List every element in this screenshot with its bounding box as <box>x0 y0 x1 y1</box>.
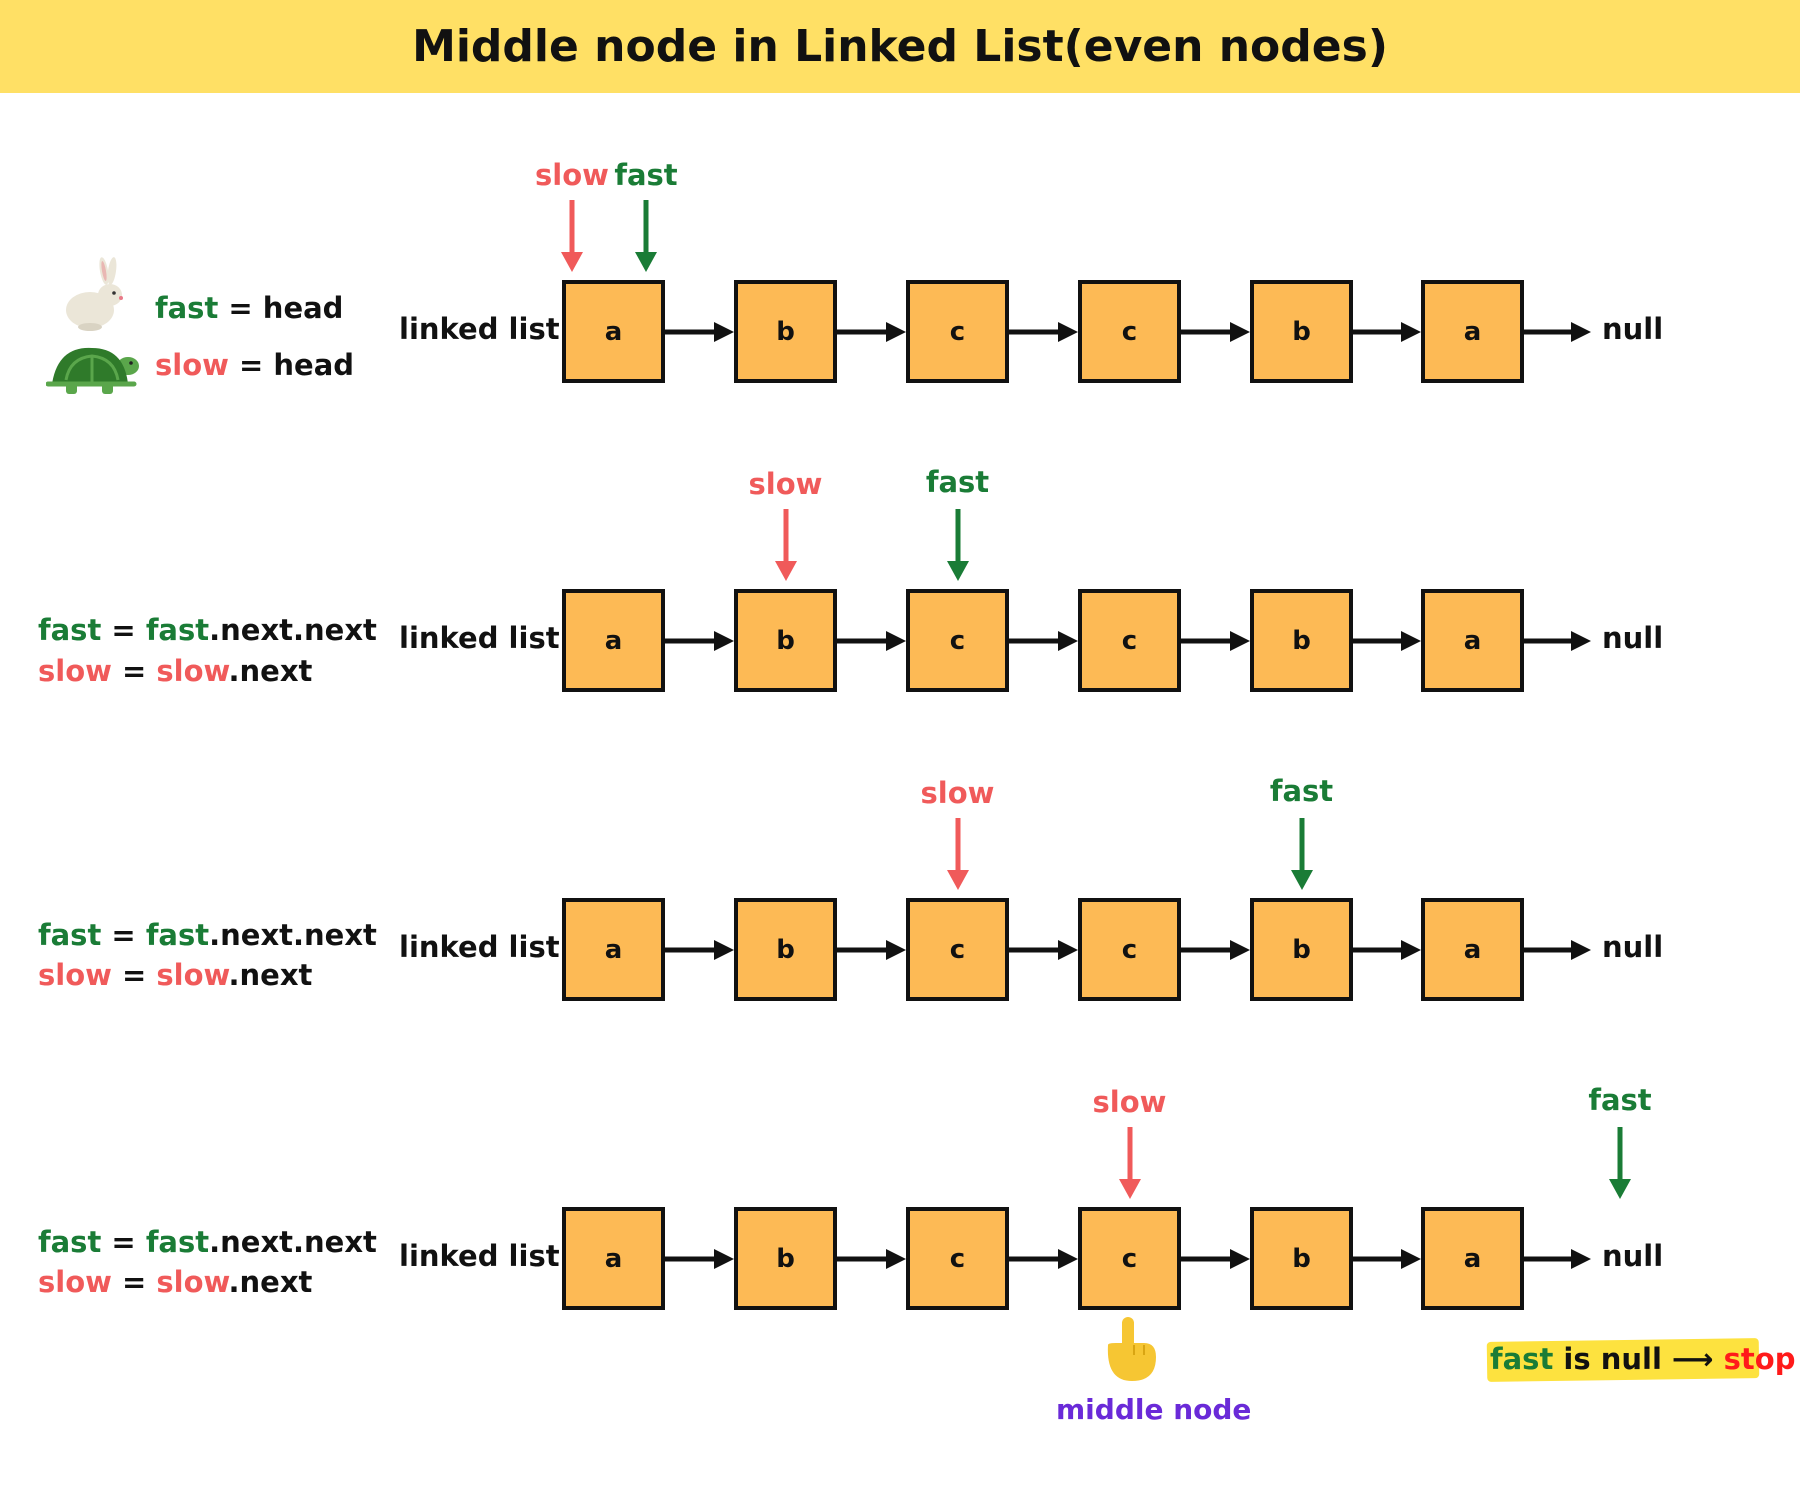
link-arrow <box>665 1248 734 1269</box>
link-arrow <box>837 939 906 960</box>
link-arrow <box>1353 1248 1421 1269</box>
list-node: c <box>1078 280 1181 383</box>
link-arrow <box>1181 321 1250 342</box>
fast-pointer-label: fast <box>925 465 990 499</box>
list-node: b <box>734 280 837 383</box>
link-arrow <box>1353 939 1421 960</box>
link-arrow <box>1353 321 1421 342</box>
list-node: c <box>906 589 1009 692</box>
step-slow-line: slow = slow.next <box>38 958 313 992</box>
page-title: Middle node in Linked List(even nodes) <box>412 21 1388 72</box>
null-label: null <box>1602 1238 1664 1273</box>
link-arrow <box>1524 630 1591 651</box>
fast-pointer-label: fast <box>1588 1083 1652 1117</box>
link-arrow <box>837 321 906 342</box>
link-arrow <box>1009 630 1078 651</box>
slow-pointer-label: slow <box>920 776 995 810</box>
step-fast-line: fast = fast.next.next <box>38 613 377 647</box>
pointer-arrow <box>1609 1127 1631 1199</box>
slow-pointer-label: slow <box>748 467 823 501</box>
list-node: b <box>1250 280 1353 383</box>
pointer-arrow <box>1290 818 1313 890</box>
list-node: a <box>1421 280 1524 383</box>
link-arrow <box>665 630 734 651</box>
link-arrow <box>1524 939 1591 960</box>
pointing-hand-icon <box>1107 1317 1156 1381</box>
turtle-icon <box>46 347 139 394</box>
fast-pointer-label: fast <box>614 158 678 192</box>
list-node: a <box>562 280 665 383</box>
middle-node-label: middle node <box>1056 1393 1252 1426</box>
pointer-arrow <box>774 509 797 581</box>
link-arrow <box>1009 939 1078 960</box>
list-node: c <box>906 280 1009 383</box>
init-slow-line: slow = head <box>155 348 355 382</box>
slow-pointer-label: slow <box>535 158 609 192</box>
link-arrow <box>1009 321 1078 342</box>
link-arrow <box>1353 630 1421 651</box>
link-arrow <box>837 1248 906 1269</box>
list-node: c <box>1078 1207 1181 1310</box>
init-fast-line: fast = head <box>155 291 344 325</box>
link-arrow <box>1181 630 1250 651</box>
list-node: a <box>562 589 665 692</box>
list-node: b <box>1250 898 1353 1001</box>
link-arrow <box>665 939 734 960</box>
stop-note: fast is null ⟶ stop <box>1490 1342 1796 1376</box>
list-node: b <box>1250 1207 1353 1310</box>
link-arrow <box>1181 939 1250 960</box>
step-slow-line: slow = slow.next <box>38 654 313 688</box>
fast-pointer-label: fast <box>1269 774 1334 808</box>
null-label: null <box>1602 929 1664 964</box>
list-node: a <box>1421 898 1524 1001</box>
list-node: a <box>1421 1207 1524 1310</box>
linked-list-label: linked list <box>399 311 560 346</box>
null-label: null <box>1602 620 1664 655</box>
list-node: a <box>562 898 665 1001</box>
link-arrow <box>1181 1248 1250 1269</box>
list-node: c <box>906 898 1009 1001</box>
list-node: c <box>1078 589 1181 692</box>
step-fast-line: fast = fast.next.next <box>38 1225 377 1259</box>
list-node: b <box>734 589 837 692</box>
list-node: b <box>734 1207 837 1310</box>
pointer-arrow <box>635 200 657 272</box>
linked-list-label: linked list <box>399 929 560 964</box>
list-node: b <box>734 898 837 1001</box>
linked-list-label: linked list <box>399 1238 560 1273</box>
title-banner <box>0 0 1800 93</box>
link-arrow <box>1524 1248 1591 1269</box>
list-node: b <box>1250 589 1353 692</box>
pointer-arrow <box>946 509 969 581</box>
link-arrow <box>665 321 734 342</box>
pointer-arrow <box>561 200 583 272</box>
step-slow-line: slow = slow.next <box>38 1265 313 1299</box>
list-node: a <box>562 1207 665 1310</box>
link-arrow <box>1524 321 1591 342</box>
pointer-arrow <box>946 818 969 890</box>
rabbit-icon <box>66 257 123 331</box>
list-node: c <box>906 1207 1009 1310</box>
linked-list-label: linked list <box>399 620 560 655</box>
step-fast-line: fast = fast.next.next <box>38 918 377 952</box>
link-arrow <box>837 630 906 651</box>
list-node: a <box>1421 589 1524 692</box>
slow-pointer-label: slow <box>1092 1085 1167 1119</box>
list-node: c <box>1078 898 1181 1001</box>
pointer-arrow <box>1118 1127 1141 1199</box>
null-label: null <box>1602 311 1664 346</box>
link-arrow <box>1009 1248 1078 1269</box>
